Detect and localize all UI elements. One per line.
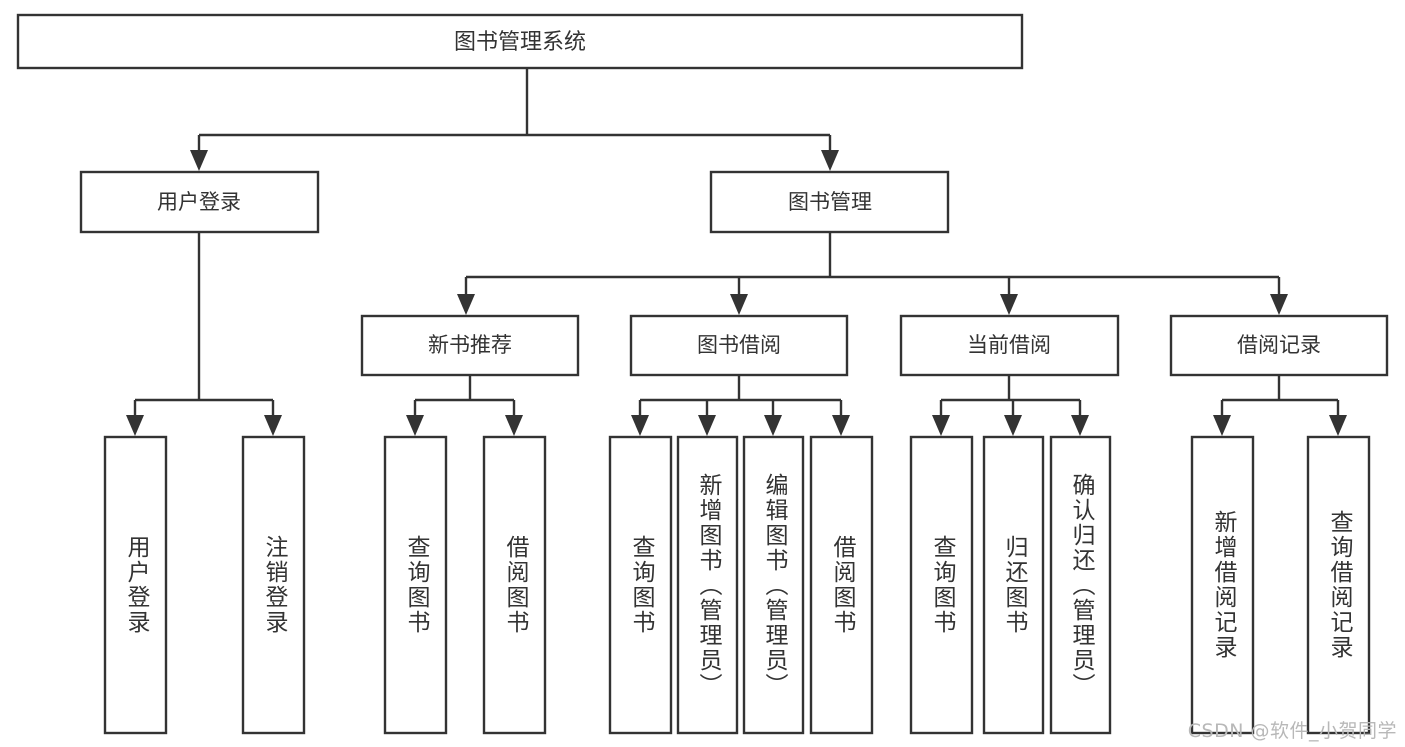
arrow-head-borrow-records bbox=[1270, 294, 1288, 315]
leaf-borrow-book-recommend-rect[interactable] bbox=[482, 435, 547, 735]
arrow-head-leaf-add-book bbox=[698, 415, 716, 436]
leaf-add-book-rect[interactable] bbox=[676, 435, 739, 735]
node-current-borrow-label: 当前借阅 bbox=[967, 333, 1051, 357]
arrow-head-leaf-logout bbox=[264, 415, 282, 436]
node-current-borrow-rect[interactable] bbox=[899, 314, 1120, 377]
leaf-return-book-rect[interactable] bbox=[982, 435, 1045, 735]
leaf-confirm-return-rect[interactable] bbox=[1049, 435, 1112, 735]
connector-group-current-borrow bbox=[932, 375, 1089, 436]
node-book-borrow-rect[interactable] bbox=[629, 314, 849, 377]
connector-group-new-book-recommend bbox=[406, 375, 523, 436]
arrow-head-leaf-query-book-current bbox=[932, 415, 950, 436]
connector-group-borrow-records bbox=[1213, 375, 1347, 436]
leaf-query-book-current-rect[interactable] bbox=[909, 435, 974, 735]
leaf-add-record-rect[interactable] bbox=[1190, 435, 1255, 735]
node-book-management-rect[interactable] bbox=[709, 170, 950, 234]
arrow-head-new-book-recommend bbox=[457, 294, 475, 315]
node-borrow-records[interactable]: 借阅记录 bbox=[1169, 314, 1389, 377]
node-book-borrow-label: 图书借阅 bbox=[697, 333, 781, 357]
node-new-book-recommend-rect[interactable] bbox=[360, 314, 580, 377]
leaf-boxes bbox=[103, 435, 1371, 735]
arrow-head-leaf-user-login bbox=[126, 415, 144, 436]
connector-group-book-management bbox=[457, 232, 1288, 315]
leaf-borrow-book-rect[interactable] bbox=[809, 435, 874, 735]
node-user-login-rect[interactable] bbox=[79, 170, 320, 234]
connector-group-root bbox=[190, 68, 839, 171]
csdn-watermark: CSDN @软件_小贺同学 bbox=[1187, 720, 1397, 742]
arrow-head-leaf-edit-book bbox=[764, 415, 782, 436]
node-new-book-recommend[interactable]: 新书推荐 bbox=[360, 314, 580, 377]
node-user-login[interactable]: 用户登录 bbox=[79, 170, 320, 234]
arrow-head-book-management bbox=[821, 150, 839, 171]
arrow-head-leaf-borrow-book bbox=[832, 415, 850, 436]
leaf-query-book-recommend-rect[interactable] bbox=[383, 435, 448, 735]
arrow-head-leaf-query-book-recommend bbox=[406, 415, 424, 436]
node-book-management-label: 图书管理 bbox=[788, 190, 872, 214]
connector-group-book-borrow bbox=[631, 375, 850, 436]
leaf-query-record-rect[interactable] bbox=[1306, 435, 1371, 735]
leaf-logout-rect[interactable] bbox=[241, 435, 306, 735]
node-current-borrow[interactable]: 当前借阅 bbox=[899, 314, 1120, 377]
arrow-head-user-login bbox=[190, 150, 208, 171]
arrow-head-current-borrow bbox=[1000, 294, 1018, 315]
node-user-login-label: 用户登录 bbox=[157, 190, 241, 214]
arrow-head-leaf-query-book-borrow bbox=[631, 415, 649, 436]
arrow-head-book-borrow bbox=[730, 294, 748, 315]
node-borrow-records-label: 借阅记录 bbox=[1237, 333, 1321, 357]
arrow-head-leaf-return-book bbox=[1004, 415, 1022, 436]
leaf-query-book-borrow-rect[interactable] bbox=[608, 435, 673, 735]
leaf-user-login-rect[interactable] bbox=[103, 435, 168, 735]
connector-group-user-login bbox=[126, 232, 282, 436]
node-root-rect[interactable] bbox=[16, 13, 1024, 70]
arrow-head-leaf-add-record bbox=[1213, 415, 1231, 436]
node-new-book-recommend-label: 新书推荐 bbox=[428, 333, 512, 357]
node-root[interactable]: 图书管理系统 bbox=[16, 13, 1024, 70]
node-root-label: 图书管理系统 bbox=[454, 30, 586, 55]
arrow-head-leaf-confirm-return bbox=[1071, 415, 1089, 436]
node-book-management[interactable]: 图书管理 bbox=[709, 170, 950, 234]
arrow-head-leaf-query-record bbox=[1329, 415, 1347, 436]
node-book-borrow[interactable]: 图书借阅 bbox=[629, 314, 849, 377]
node-borrow-records-rect[interactable] bbox=[1169, 314, 1389, 377]
leaf-edit-book-rect[interactable] bbox=[742, 435, 805, 735]
arrow-head-leaf-borrow-book-recommend bbox=[505, 415, 523, 436]
